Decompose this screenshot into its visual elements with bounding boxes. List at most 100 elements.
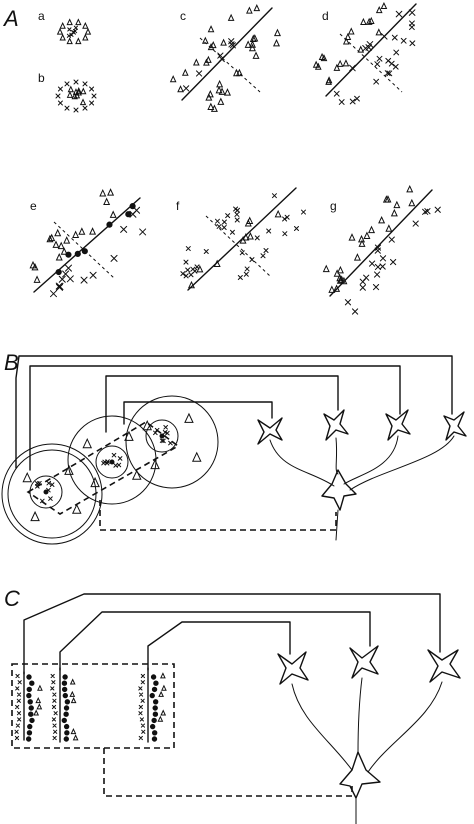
triangle-marker [220,38,227,46]
receptive-field-outer-1 [1,443,103,545]
center-cross-marker [111,452,117,458]
subpanel-label-b: b [38,71,45,85]
column-filled-marker [26,686,32,693]
cross-marker [64,81,70,87]
neuron-b-4 [443,411,467,441]
column-filled-marker [64,699,71,705]
cross-marker [73,25,78,30]
cross-marker [73,107,79,113]
center-cross-marker [165,430,170,436]
cross-marker [359,284,366,291]
surround-triangle-marker [82,438,93,449]
triangle-marker [246,216,254,224]
cross-marker [400,37,407,44]
triangle-marker [79,98,87,106]
cross-marker [368,260,376,267]
cross-marker [388,236,395,243]
cross-marker [351,308,359,315]
cross-marker [333,90,340,97]
column-triangle-marker [69,690,76,697]
column-triangle-marker [69,678,76,685]
column-cross-marker [14,729,19,734]
triangle-marker [363,231,371,239]
triangle-marker [33,275,41,283]
orthogonal-dash-f [205,215,271,277]
triangle-marker [357,45,365,53]
column-filled-marker [61,717,67,724]
cross-marker [271,193,277,199]
center-field-2 [95,445,129,479]
triangle-marker [209,41,217,49]
cross-marker [384,70,391,76]
column-cross-marker [138,735,143,741]
cross-marker [243,271,249,277]
cross-marker [338,99,345,105]
column-filled-marker [27,699,33,705]
cross-marker [263,247,269,253]
triangle-marker [272,38,281,47]
column-cross-marker [52,698,57,703]
column-triangle-marker [36,703,43,710]
triangle-marker [223,88,231,96]
column-filled-marker [63,705,70,711]
triangle-marker [72,230,80,238]
cross-marker [221,219,227,225]
column-triangle-marker [33,709,40,716]
subpanel-label-a: a [38,9,45,23]
cross-marker [180,271,186,277]
cross-marker [192,268,198,274]
column-filled-marker [27,723,33,730]
surround-triangle-marker [64,464,74,475]
cross-marker [67,27,72,32]
center-dot-marker [43,489,49,495]
triangle-marker [177,85,184,93]
triangle-marker [207,102,215,111]
cross-marker [391,34,398,41]
cross-marker [195,70,203,77]
cross-marker [229,42,236,49]
subpanel-d: d [312,1,417,105]
feedback-dash-b [99,500,337,531]
neuron-b-1 [257,417,283,445]
column-triangle-marker [70,728,77,735]
cross-marker [408,24,415,31]
center-field-3 [145,419,179,453]
cross-marker [73,79,79,85]
axon-b-3 [343,435,399,485]
cross-marker [392,63,399,70]
column-cross-marker [50,686,55,691]
subpanel-b: b [38,71,97,113]
column-cross-marker [52,735,57,741]
triangle-marker [54,228,62,237]
triangle-marker [210,104,218,112]
column-filled-marker [26,692,32,699]
surround-triangle-marker [71,503,82,514]
column-cross-marker [14,735,20,741]
column-cross-marker [51,704,57,710]
triangle-marker [367,16,375,24]
cross-marker [293,226,299,232]
column-filled-marker [153,680,159,686]
cross-marker [110,254,118,262]
column-cross-marker [17,680,22,685]
wire-4-b [123,401,273,425]
subpanel-g: g [322,184,441,315]
triangle-marker [205,93,213,101]
cross-marker [373,271,381,278]
triangle-marker [201,36,209,44]
cluster-b [55,79,97,113]
triangle-marker [59,33,66,41]
triangle-marker [333,63,341,71]
cross-marker [379,263,386,270]
neuron-b-target [321,469,357,511]
center-cross-marker [49,482,55,487]
triangle-marker [239,236,247,244]
subpanel-label-g: g [330,199,337,213]
triangle-marker [348,233,356,241]
cross-marker [82,105,88,111]
triangle-marker [322,264,330,273]
column-cross-marker [15,673,20,679]
boundary-line-c [181,7,273,101]
center-cross-marker [153,430,158,436]
triangle-marker [215,85,223,94]
